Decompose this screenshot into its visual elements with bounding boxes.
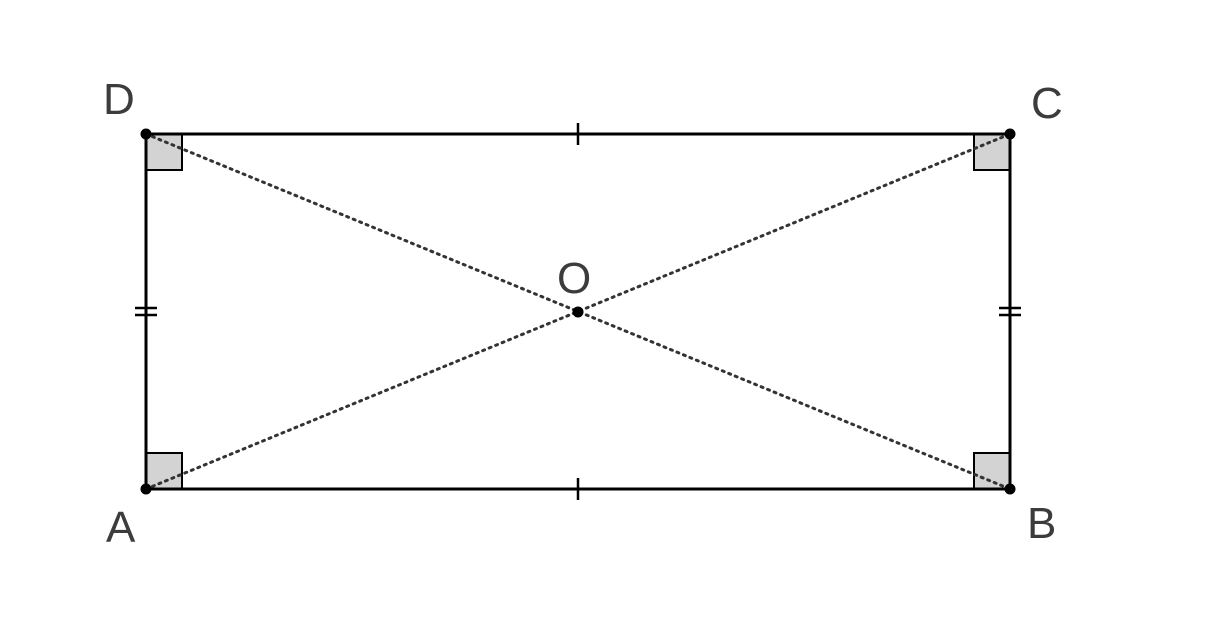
label-c: C xyxy=(1031,79,1063,128)
point-a xyxy=(140,483,152,495)
label-o: O xyxy=(557,254,591,303)
point-b xyxy=(1004,483,1016,495)
right-angle-marker-a xyxy=(145,452,183,490)
right-angle-markers xyxy=(145,133,1011,490)
right-angle-marker-c xyxy=(973,133,1011,171)
diagonal-ac xyxy=(144,132,1012,491)
diagonal-bd xyxy=(144,132,1012,491)
right-angle-marker-d xyxy=(145,133,183,171)
vertex-points xyxy=(140,128,1016,495)
point-d xyxy=(140,128,152,140)
label-b: B xyxy=(1027,499,1056,548)
point-labels: D C A B O xyxy=(103,75,1063,552)
diagonals xyxy=(144,132,1012,491)
tick-marks xyxy=(135,123,1021,500)
point-c xyxy=(1004,128,1016,140)
label-d: D xyxy=(103,75,135,124)
right-angle-marker-b xyxy=(973,452,1011,490)
label-a: A xyxy=(106,503,136,552)
point-o xyxy=(572,306,584,318)
